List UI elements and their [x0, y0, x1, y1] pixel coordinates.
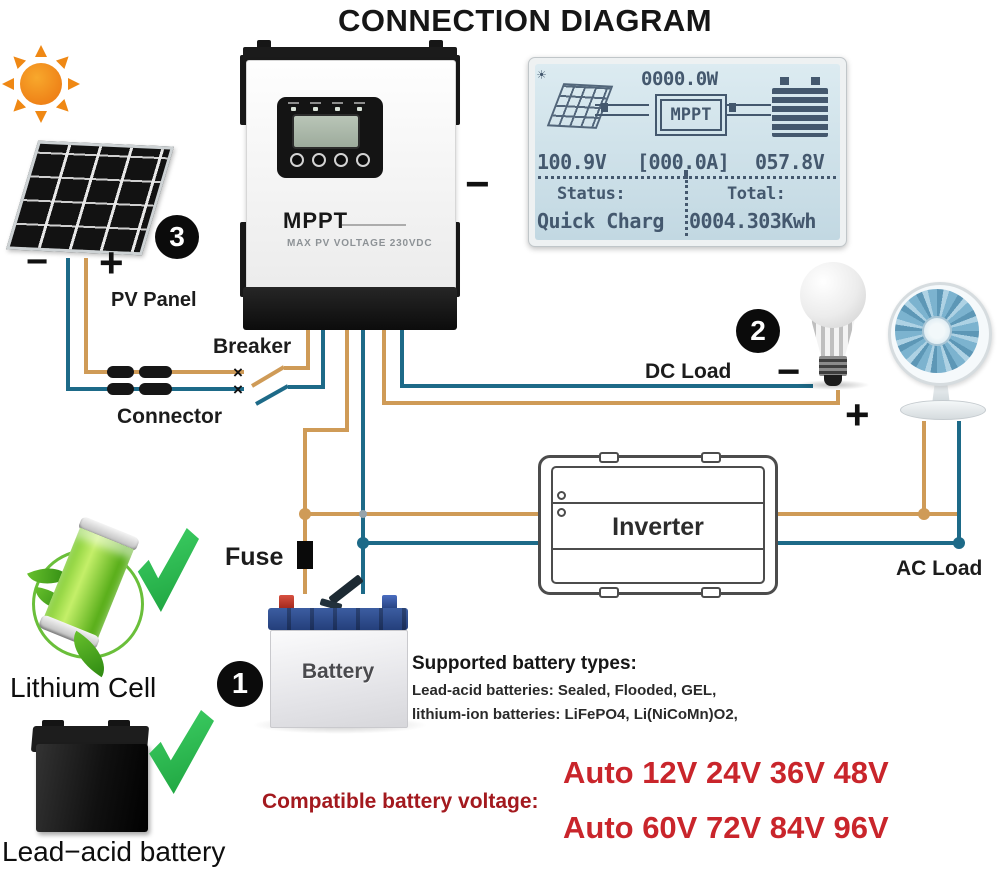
badge-3: 3 — [155, 215, 199, 259]
pv-minus-sign: − — [26, 241, 49, 283]
indicator-led — [291, 107, 296, 111]
lithium-cell-label: Lithium Cell — [10, 672, 157, 703]
inverter-hole — [557, 491, 566, 500]
junction-dot — [299, 508, 311, 520]
battery-types-line2: lithium-ion batteries: LiFePO4, Li(NiCoM… — [412, 706, 738, 723]
lcd-bus-right — [725, 104, 771, 116]
lead-acid-battery-icon — [28, 720, 162, 836]
controller-button — [334, 153, 348, 167]
connector-label: Connector — [117, 405, 222, 428]
indicator-led — [357, 107, 362, 111]
lcd-pv-voltage: 100.9V — [537, 150, 607, 174]
lcd-battery-icon — [772, 77, 828, 137]
controller-button — [356, 153, 370, 167]
pv-panel-label: PV Panel — [111, 289, 197, 311]
light-bulb — [796, 260, 870, 390]
wire-battery-positive — [303, 330, 349, 543]
controller-bracket — [240, 55, 248, 125]
indicator-led — [313, 107, 318, 111]
wire-pv-negative — [66, 258, 244, 391]
voltage-label: Compatible battery voltage: — [262, 790, 539, 813]
lcd-battery-voltage: 057.8V — [755, 150, 825, 174]
battery-positive-terminal — [279, 595, 294, 610]
inverter-label: Inverter — [612, 513, 704, 541]
wire-dc-load-positive — [382, 330, 840, 405]
pv-plus-sign: + — [99, 239, 124, 286]
inverter-hole — [557, 508, 566, 517]
lcd-bus-nub — [601, 103, 608, 112]
junction-dot — [357, 537, 369, 549]
lcd-total-label: Total: — [727, 184, 786, 204]
lcd-divider-vertical — [685, 180, 688, 236]
controller-top-bracket — [243, 47, 457, 62]
badge-2: 2 — [736, 309, 780, 353]
mppt-controller — [246, 60, 456, 297]
controller-lcd-screen — [294, 116, 358, 147]
ac-load-label: AC Load — [896, 557, 983, 580]
badge-1: 1 — [217, 661, 263, 707]
dc-load-plus-sign: + — [845, 391, 870, 438]
mc4-connector — [139, 366, 172, 378]
controller-button — [290, 153, 304, 167]
lcd-power-value: 0000.0W — [641, 68, 718, 90]
fan — [886, 280, 998, 422]
junction-dot — [953, 537, 965, 549]
mc4-connector — [107, 383, 134, 395]
indicator-led — [335, 107, 340, 111]
crossing-dot — [359, 510, 367, 518]
controller-brand: MPPT — [283, 208, 349, 233]
battery-negative-terminal — [382, 595, 397, 610]
lcd-current: [000.0A] — [637, 150, 730, 174]
wire-breaker-lever-negative — [255, 384, 289, 406]
mc4-connector — [107, 366, 134, 378]
controller-terminal-cover — [243, 287, 457, 330]
wire-breaker-lever-positive — [250, 365, 286, 388]
lead-acid-label: Lead−acid battery — [2, 836, 226, 867]
lcd-total-value: 0004.303Kwh — [689, 209, 816, 233]
mc4-connector — [139, 383, 172, 395]
wire-breaker-to-controller-negative — [288, 330, 325, 389]
battery-label: Battery — [301, 660, 375, 683]
lcd-status-label: Status: — [557, 184, 626, 204]
lcd-mppt-label: MPPT — [670, 105, 712, 125]
lcd-sun-icon: ☀ — [537, 66, 546, 84]
lcd-status-value: Quick Charg — [537, 209, 664, 233]
controller-bracket — [452, 222, 460, 297]
wire-dc-load-negative — [400, 330, 813, 388]
breaker-label: Breaker — [213, 335, 292, 358]
battery-types-heading: Supported battery types: — [412, 653, 637, 674]
voltage-row2: Auto 60V 72V 84V 96V — [563, 810, 889, 845]
fuse-label: Fuse — [225, 543, 284, 571]
battery-top — [268, 608, 408, 630]
breaker-x-mark: × — [233, 380, 243, 399]
controller-front-panel — [277, 97, 383, 178]
lcd-bus-left — [595, 104, 649, 116]
breaker-x-mark: × — [233, 363, 243, 382]
voltage-row1: Auto 12V 24V 36V 48V — [563, 755, 889, 790]
controller-subtitle-line — [342, 224, 406, 226]
battery-types-line1: Lead-acid batteries: Sealed, Flooded, GE… — [412, 682, 717, 699]
lcd-bus-nub — [729, 103, 736, 112]
wire-pv-positive — [84, 258, 244, 374]
controller-minus-sign: − — [465, 160, 490, 207]
wire-breaker-to-controller-positive — [284, 330, 310, 370]
sun-icon — [3, 45, 79, 122]
lcd-mppt-box: MPPT — [655, 94, 727, 136]
controller-bracket — [240, 222, 248, 297]
junction-dot — [918, 508, 930, 520]
battery — [270, 630, 408, 728]
inverter: Inverter — [538, 452, 778, 598]
dc-load-minus-sign: − — [777, 350, 801, 394]
controller-spec: MAX PV VOLTAGE 230VDC — [287, 238, 433, 249]
page-title: CONNECTION DIAGRAM — [338, 3, 713, 38]
lithium-cell-icon — [27, 515, 150, 678]
controller-button — [312, 153, 326, 167]
lcd-divider-tick — [684, 170, 688, 179]
dc-load-label: DC Load — [645, 360, 732, 383]
lcd-display: ☀ 0000.0W MPPT 100.9V [000.0A] 057.8V St… — [528, 57, 847, 247]
controller-bracket — [452, 55, 460, 125]
fuse-symbol — [297, 541, 313, 569]
